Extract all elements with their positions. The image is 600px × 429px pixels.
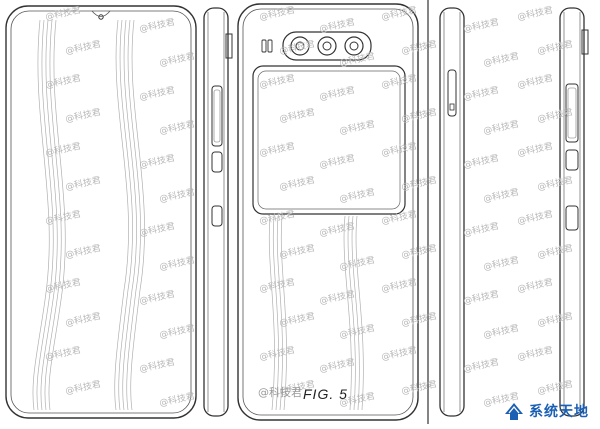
watermark-text: @科技君 xyxy=(536,378,574,397)
watermark-layer: @科技君 @科技君 @科技君 @科技君 @科技君 @科技君 @科技君 @科技君 @科技君 @科技君… xyxy=(44,4,574,409)
back-reflection-lines xyxy=(268,215,364,411)
watermark-text: @科技君 xyxy=(258,276,296,295)
watermark-text: @科技君 xyxy=(482,322,520,341)
watermark-text: @科技君 xyxy=(318,152,356,171)
back-view xyxy=(237,3,419,421)
front-view xyxy=(5,5,197,419)
watermark-text: @科技君 xyxy=(380,140,418,159)
watermark-text: @科技君 xyxy=(278,106,316,125)
flash-icon xyxy=(261,39,267,53)
watermark-text: @科技君 xyxy=(138,16,176,35)
watermark-text: @科技君 xyxy=(64,174,102,193)
screen-reflection-lines xyxy=(32,19,145,411)
watermark-text: @科技君 xyxy=(400,174,438,193)
watermark-text: @科技君 xyxy=(482,50,520,69)
watermark-text: @科技君 xyxy=(400,106,438,125)
side-view-left xyxy=(439,7,465,417)
watermark-text: @科技君 xyxy=(258,208,296,227)
watermark-text: @科技君 xyxy=(64,378,102,397)
watermark-text: @科技君 xyxy=(516,208,554,227)
watermark-text: @科技君 xyxy=(536,310,574,329)
rear-display xyxy=(252,65,406,215)
watermark-text: @科技君 xyxy=(258,140,296,159)
watermark-text: @科技君 xyxy=(158,118,196,137)
watermark-text: @科技君 xyxy=(516,344,554,363)
watermark-text: @科技君 xyxy=(258,344,296,363)
watermark-text: @科技君 xyxy=(516,4,554,23)
side-view-right xyxy=(559,7,589,417)
site-badge-label: 系统天地 xyxy=(529,404,589,420)
watermark-text: @科技君 xyxy=(158,186,196,205)
watermark-text: @科技君 xyxy=(516,276,554,295)
watermark-text: @科技君 xyxy=(400,38,438,57)
watermark-text: @科技君 xyxy=(64,310,102,329)
watermark-text: @科技君 xyxy=(278,174,316,193)
watermark-text: @科技君 xyxy=(462,152,500,171)
watermark-text: @科技君 xyxy=(400,378,438,397)
watermark-text: @科技君 xyxy=(462,84,500,103)
watermark-text: @科技君 xyxy=(462,220,500,239)
watermark-text: @科技君 xyxy=(278,242,316,261)
watermark-text: @科技君 xyxy=(138,356,176,375)
watermark-text: @科技君 xyxy=(400,310,438,329)
watermark-text: @科技君 xyxy=(462,288,500,307)
site-badge[interactable]: 系统天地 xyxy=(503,398,600,424)
extra-button-outline xyxy=(211,205,223,227)
power-button-outline xyxy=(211,151,223,173)
watermark-text: @科技君 xyxy=(318,288,356,307)
watermark-text: @科技君 xyxy=(138,220,176,239)
site-logo-icon xyxy=(505,403,523,420)
camera-module xyxy=(282,31,372,61)
watermark-text: @科技君 xyxy=(138,288,176,307)
watermark-text: @科技君 xyxy=(318,356,356,375)
watermark-text: @科技君 xyxy=(338,186,376,205)
watermark-text: @科技君 xyxy=(380,4,418,23)
watermark-text: @科技君 xyxy=(516,140,554,159)
watermark-text: @科技君 xyxy=(462,16,500,35)
watermark-text: @科技君 xyxy=(536,38,574,57)
watermark-text: @科技君 xyxy=(516,72,554,91)
bottom-watermark: @科技君 xyxy=(258,386,302,399)
watermark-text: @科技君 xyxy=(158,390,196,409)
watermark-text: @科技君 xyxy=(380,208,418,227)
watermark-text: @科技君 xyxy=(400,242,438,261)
watermark-text: @科技君 xyxy=(482,118,520,137)
watermark-text: @科技君 xyxy=(462,356,500,375)
watermark-text: @科技君 xyxy=(338,254,376,273)
watermark-text: @科技君 xyxy=(338,322,376,341)
watermark-text: @科技君 xyxy=(138,152,176,171)
watermark-text: @科技君 xyxy=(158,322,196,341)
watermark-text: @科技君 xyxy=(44,140,82,159)
watermark-text: @科技君 xyxy=(482,254,520,273)
watermark-text: @科技君 xyxy=(258,4,296,23)
watermark-text: @科技君 xyxy=(318,220,356,239)
watermark-text: @科技君 xyxy=(536,174,574,193)
watermark-text: @科技君 xyxy=(138,84,176,103)
front-camera-notch xyxy=(98,14,104,20)
figure-label: FIG. 5 xyxy=(303,386,348,402)
watermark-text: @科技君 xyxy=(278,310,316,329)
watermark-text: @科技君 xyxy=(536,242,574,261)
watermark-text: @科技君 xyxy=(380,276,418,295)
watermark-text: @科技君 xyxy=(64,38,102,57)
watermark-text: @科技君 xyxy=(64,106,102,125)
watermark-text: @科技君 xyxy=(338,118,376,137)
volume-button-outline xyxy=(211,85,223,147)
watermark-text: @科技君 xyxy=(258,72,296,91)
front-side-profile xyxy=(203,7,233,417)
watermark-text: @科技君 xyxy=(44,208,82,227)
camera-lens-icon xyxy=(290,36,364,56)
watermark-text: @科技君 xyxy=(44,276,82,295)
watermark-text: @科技君 xyxy=(318,84,356,103)
watermark-text: @科技君 xyxy=(158,50,196,69)
watermark-text: @科技君 xyxy=(64,242,102,261)
watermark-text: @科技君 xyxy=(158,254,196,273)
watermark-text: @科技君 xyxy=(482,186,520,205)
watermark-text: @科技君 xyxy=(380,344,418,363)
